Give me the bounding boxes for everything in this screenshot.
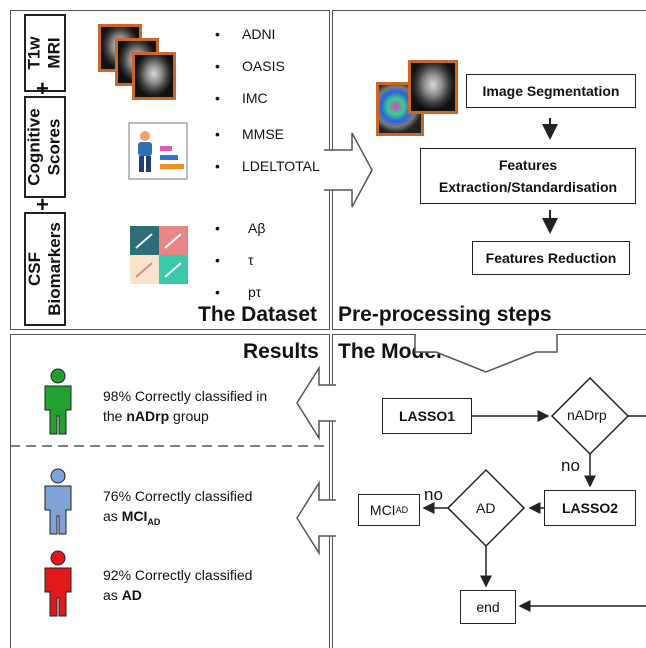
bullet-icon: • (215, 284, 220, 300)
step-image-segmentation: Image Segmentation (466, 74, 636, 108)
decision-nadrp: nADrp (567, 407, 607, 423)
no-label-1: no (561, 456, 580, 475)
results-title: Results (243, 340, 319, 363)
cognitive-label-box: Cognitive Scores (24, 96, 66, 198)
brain-mri-icon (408, 60, 458, 114)
decision-ad: AD (476, 500, 496, 516)
dashed-divider (10, 445, 326, 447)
mri-source-imc: IMC (242, 90, 268, 106)
end-box: end (460, 590, 516, 624)
step-features-reduction: Features Reduction (472, 241, 630, 275)
csf-label-box: CSF Biomarkers (24, 212, 66, 326)
dataset-title: The Dataset (198, 303, 318, 326)
person-icon (44, 468, 72, 535)
bullet-icon: • (215, 158, 220, 174)
bullet-icon: • (215, 58, 220, 74)
no-label-2: no (424, 485, 443, 504)
result-ad: 92% Correctly classified as AD (103, 567, 253, 603)
bullet-icon: • (215, 26, 220, 42)
person-icon (44, 550, 72, 617)
preprocessing-title: Pre-processing steps (338, 303, 552, 326)
csf-item-tau: τ (248, 252, 254, 268)
person-chart-icon (128, 122, 188, 180)
bullet-icon: • (215, 252, 220, 268)
csf-item-ptau: pτ (248, 284, 262, 300)
bullet-icon: • (215, 220, 220, 236)
lasso2-box: LASSO2 (544, 490, 636, 526)
bullet-icon: • (215, 126, 220, 142)
step-features-extraction: Features Extraction/Standardisation (420, 148, 636, 204)
cognitive-item-ldeltotal: LDELTOTAL (242, 158, 320, 174)
bullet-icon: • (215, 90, 220, 106)
csf-syringe-icon (130, 226, 188, 284)
lasso1-box: LASSO1 (382, 398, 472, 434)
csf-item-abeta: Aβ (248, 220, 266, 236)
result-nadrp: 98% Correctly classified in the nADrp gr… (103, 388, 268, 424)
mri-source-oasis: OASIS (242, 58, 285, 74)
plus-sign-1: + (36, 76, 49, 101)
plus-sign-2: + (36, 192, 49, 217)
mri-label-box: T1w MRI (24, 14, 66, 92)
person-icon (44, 368, 72, 435)
mri-source-adni: ADNI (242, 26, 276, 42)
brain-mri-icon (132, 52, 176, 100)
result-mci: 76% Correctly classified as MCIAD (103, 488, 253, 527)
cognitive-item-mmse: MMSE (242, 126, 284, 142)
